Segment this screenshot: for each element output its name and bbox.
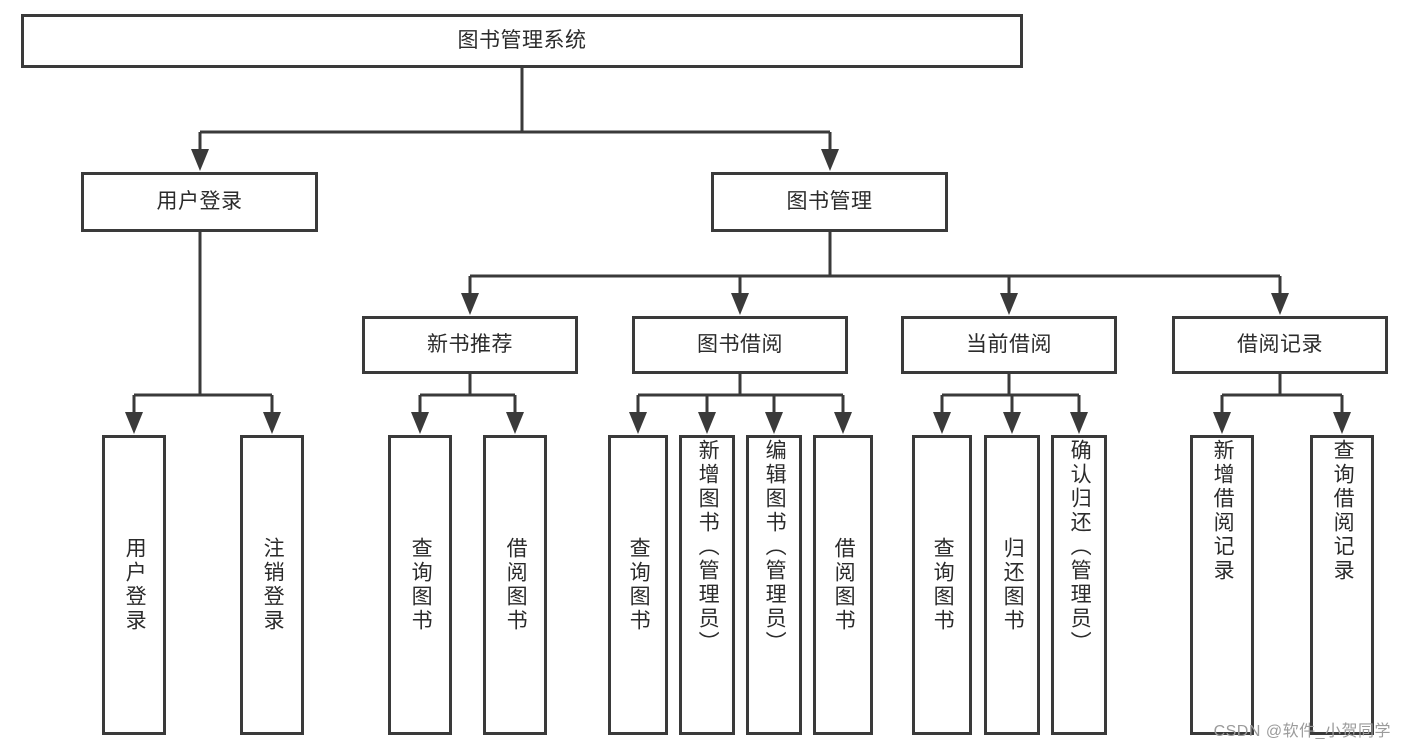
node-box-leaf-query-record[interactable] <box>1310 435 1374 735</box>
node-box-leaf-add-record[interactable] <box>1190 435 1254 735</box>
node-box-user-login[interactable] <box>81 172 318 232</box>
node-box-leaf-return-book[interactable] <box>984 435 1040 735</box>
node-box-borrow-record[interactable] <box>1172 316 1388 374</box>
watermark-text: CSDN @软件_小贺同学 <box>1213 723 1391 740</box>
node-box-leaf-query-book-3[interactable] <box>912 435 972 735</box>
connector-group-current-borrow <box>933 374 1088 434</box>
node-box-leaf-add-book[interactable] <box>679 435 735 735</box>
connector-group-new-book-rec <box>411 374 524 434</box>
node-box-new-book-rec[interactable] <box>362 316 578 374</box>
connector-group-root <box>191 68 839 171</box>
node-box-book-manage[interactable] <box>711 172 948 232</box>
node-box-leaf-user-logout[interactable] <box>240 435 304 735</box>
node-box-book-borrow[interactable] <box>632 316 848 374</box>
node-box-leaf-query-book-2[interactable] <box>608 435 668 735</box>
connector-group-book-borrow <box>629 374 852 434</box>
connector-group-borrow-record <box>1213 374 1351 434</box>
node-box-current-borrow[interactable] <box>901 316 1117 374</box>
node-box-leaf-borrow-book-1[interactable] <box>483 435 547 735</box>
node-box-leaf-query-book-1[interactable] <box>388 435 452 735</box>
node-box-root[interactable] <box>21 14 1023 68</box>
node-box-leaf-edit-book[interactable] <box>746 435 802 735</box>
node-box-leaf-borrow-book-2[interactable] <box>813 435 873 735</box>
connector-group-book-manage <box>461 232 1289 315</box>
node-box-leaf-confirm-return[interactable] <box>1051 435 1107 735</box>
connector-group-user-login <box>125 232 281 434</box>
node-box-leaf-user-login[interactable] <box>102 435 166 735</box>
